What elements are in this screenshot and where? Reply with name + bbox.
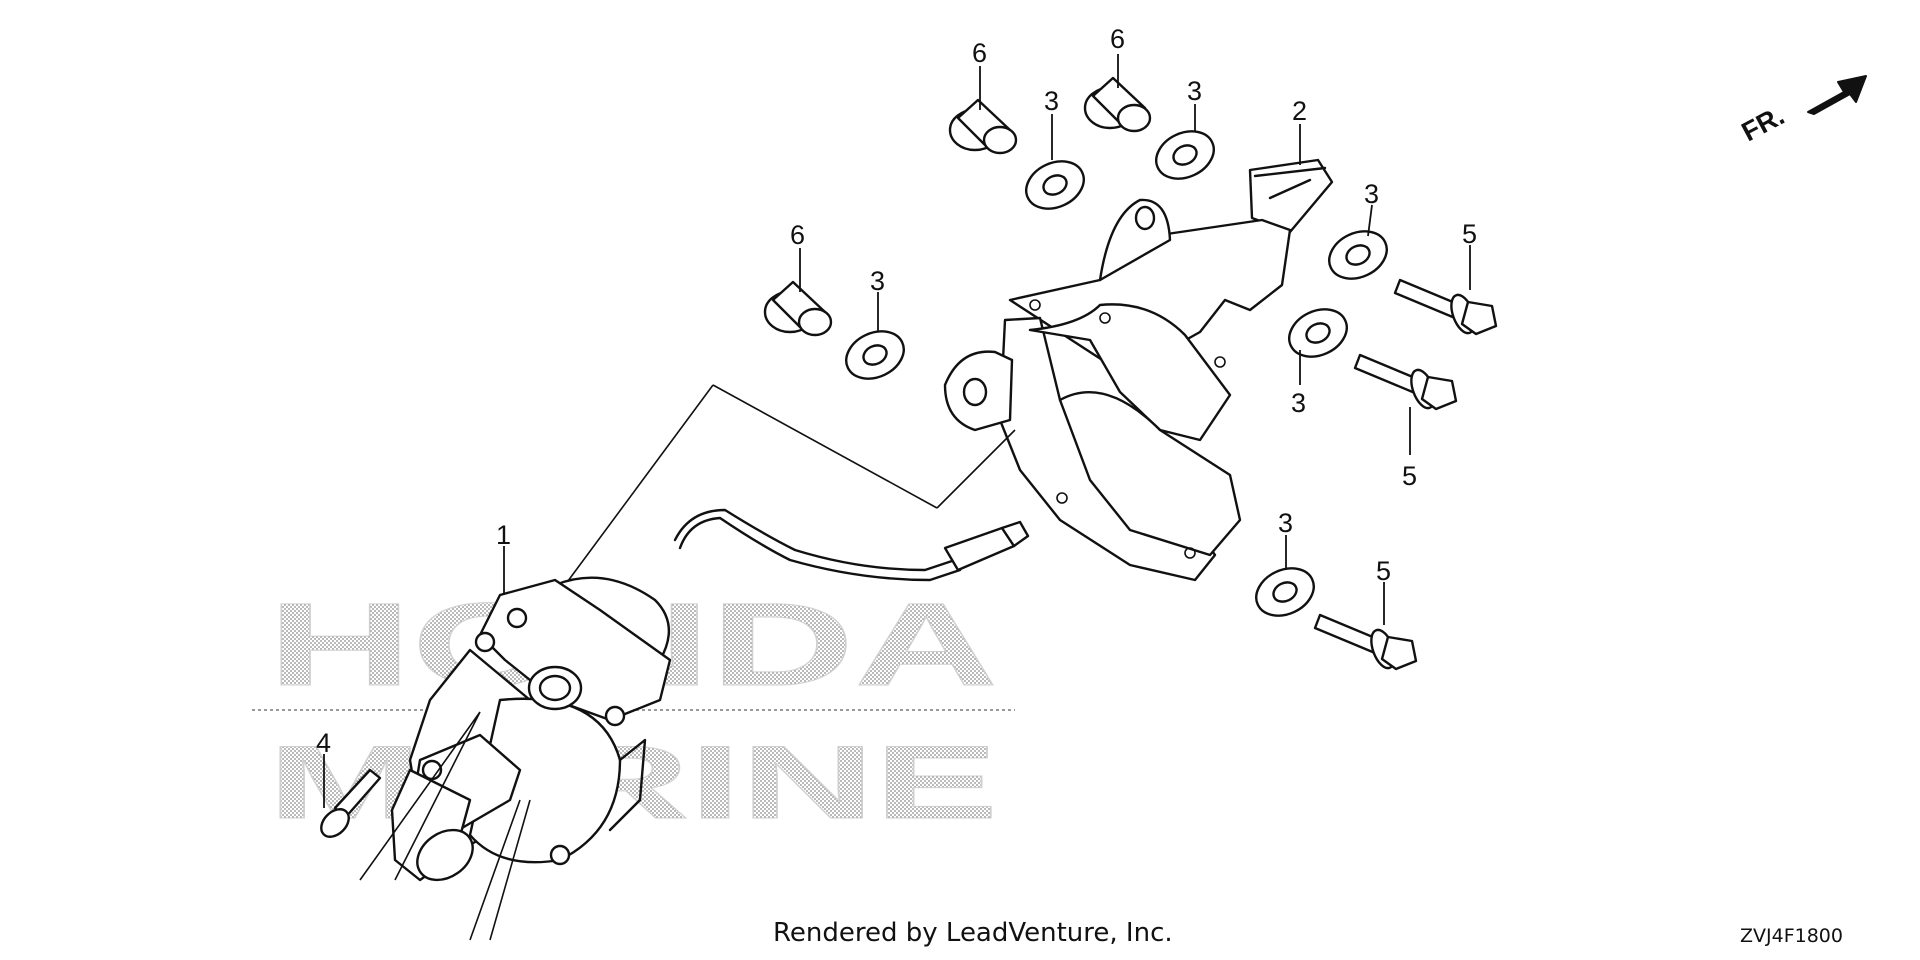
- callout-6: 6: [1110, 24, 1125, 54]
- motor-assembly-part: [359, 576, 672, 941]
- front-arrow-icon: [1807, 75, 1867, 115]
- callout-3: 3: [1278, 508, 1293, 538]
- callout-6: 6: [790, 220, 805, 250]
- washer: [1288, 308, 1348, 358]
- washer: [845, 330, 905, 380]
- render-credit: Rendered by LeadVenture, Inc.: [773, 918, 1173, 948]
- callout-3: 3: [1291, 388, 1306, 418]
- callout-4: 4: [316, 728, 331, 758]
- callout-leaders: [323, 54, 1471, 808]
- screw: [320, 768, 382, 838]
- callout-3: 3: [1187, 76, 1202, 106]
- grommet-top-left: [948, 98, 1018, 155]
- grommet-top-center: [1083, 76, 1152, 133]
- front-direction-indicator: FR.: [1737, 75, 1867, 147]
- diagram-code: ZVJ4F1800: [1740, 925, 1843, 947]
- washer: [1025, 160, 1085, 210]
- callout-5: 5: [1376, 556, 1391, 586]
- bolt: [1393, 278, 1498, 336]
- bracket-part: [943, 158, 1334, 582]
- grommet-left: [763, 280, 833, 337]
- washer: [1328, 230, 1388, 280]
- front-label: FR.: [1737, 100, 1789, 147]
- callout-5: 5: [1462, 219, 1477, 249]
- washer: [1255, 567, 1315, 617]
- callout-3: 3: [1364, 179, 1379, 209]
- watermark-line2: MARINE: [268, 725, 998, 841]
- callout-3: 3: [1044, 86, 1059, 116]
- washer: [1155, 130, 1215, 180]
- callout-1: 1: [496, 520, 511, 550]
- callout-3: 3: [870, 266, 885, 296]
- callout-labels: 6 6 6 3 3 3 3 3 3 2 5 5 5 1 4: [316, 24, 1477, 758]
- bolt: [1313, 613, 1418, 671]
- callout-6: 6: [972, 38, 987, 68]
- bolt: [1353, 353, 1458, 411]
- wire-harness: [564, 384, 1030, 586]
- callout-5: 5: [1402, 461, 1417, 491]
- callout-2: 2: [1292, 96, 1307, 126]
